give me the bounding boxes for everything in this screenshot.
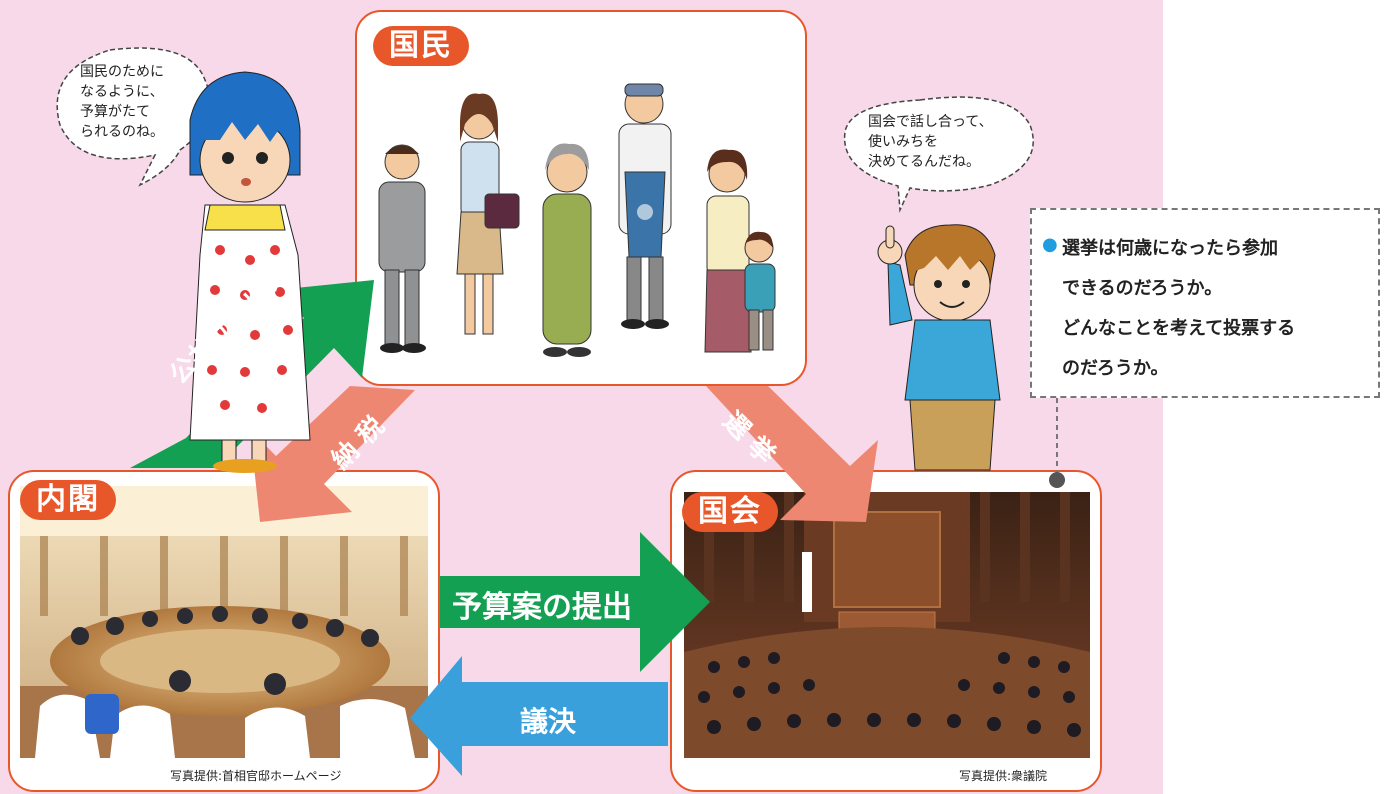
cabinet-photo-credit: 写真提供:首相官邸ホームページ xyxy=(170,769,342,783)
note-line-1: 選挙は何歳になったら参加 xyxy=(1062,238,1278,259)
budget-submission-arrow xyxy=(440,532,710,672)
girl-speech-bubble xyxy=(56,47,211,187)
boy-illustration xyxy=(877,224,1001,471)
boy-bubble-line-1: 国会で話し合って、 xyxy=(868,114,993,130)
boy-bubble-line-2: 使いみちを xyxy=(868,134,938,150)
diet-tag: 国会 xyxy=(682,492,778,532)
people-tag: 国民 xyxy=(373,26,469,66)
people-illustration xyxy=(378,83,776,357)
girl-bubble-line-4: られるのね。 xyxy=(80,124,164,140)
connector-dot xyxy=(1049,472,1065,488)
girl-bubble-line-3: 予算がたて xyxy=(80,104,150,120)
cabinet-panel: 内閣 写真提供:首相官邸ホームページ xyxy=(8,470,440,792)
girl-bubble-line-1: 国民のために xyxy=(80,64,164,80)
diet-chamber-photo xyxy=(684,492,1090,758)
note-line-4: のだろうか。 xyxy=(1062,358,1169,379)
diet-photo-credit: 写真提供:衆議院 xyxy=(959,769,1048,783)
girl-bubble-line-2: なるように、 xyxy=(80,84,164,100)
boy-speech-bubble xyxy=(843,96,1034,213)
note-bullet-icon: ● xyxy=(1042,234,1058,255)
diet-panel: 国会 写真提供:衆議院 xyxy=(670,470,1102,792)
resolution-arrow xyxy=(410,656,668,776)
resolution-label: 議決 xyxy=(520,705,577,738)
people-panel: 国民 xyxy=(355,10,807,386)
note-line-3: どんなことを考えて投票する xyxy=(1062,318,1296,339)
boy-bubble-line-3: 決めてるんだね。 xyxy=(868,154,980,170)
tax-arrow xyxy=(250,386,415,522)
girl-illustration xyxy=(189,71,311,473)
cabinet-tag: 内閣 xyxy=(20,480,116,520)
note-line-2: できるのだろうか。 xyxy=(1062,278,1223,299)
note-box: ● 選挙は何歳になったら参加 できるのだろうか。 どんなことを考えて投票する の… xyxy=(1030,208,1380,398)
budget-submission-label: 予算案の提出 xyxy=(452,590,632,625)
election-arrow xyxy=(706,386,878,522)
cabinet-meeting-photo xyxy=(20,486,428,758)
